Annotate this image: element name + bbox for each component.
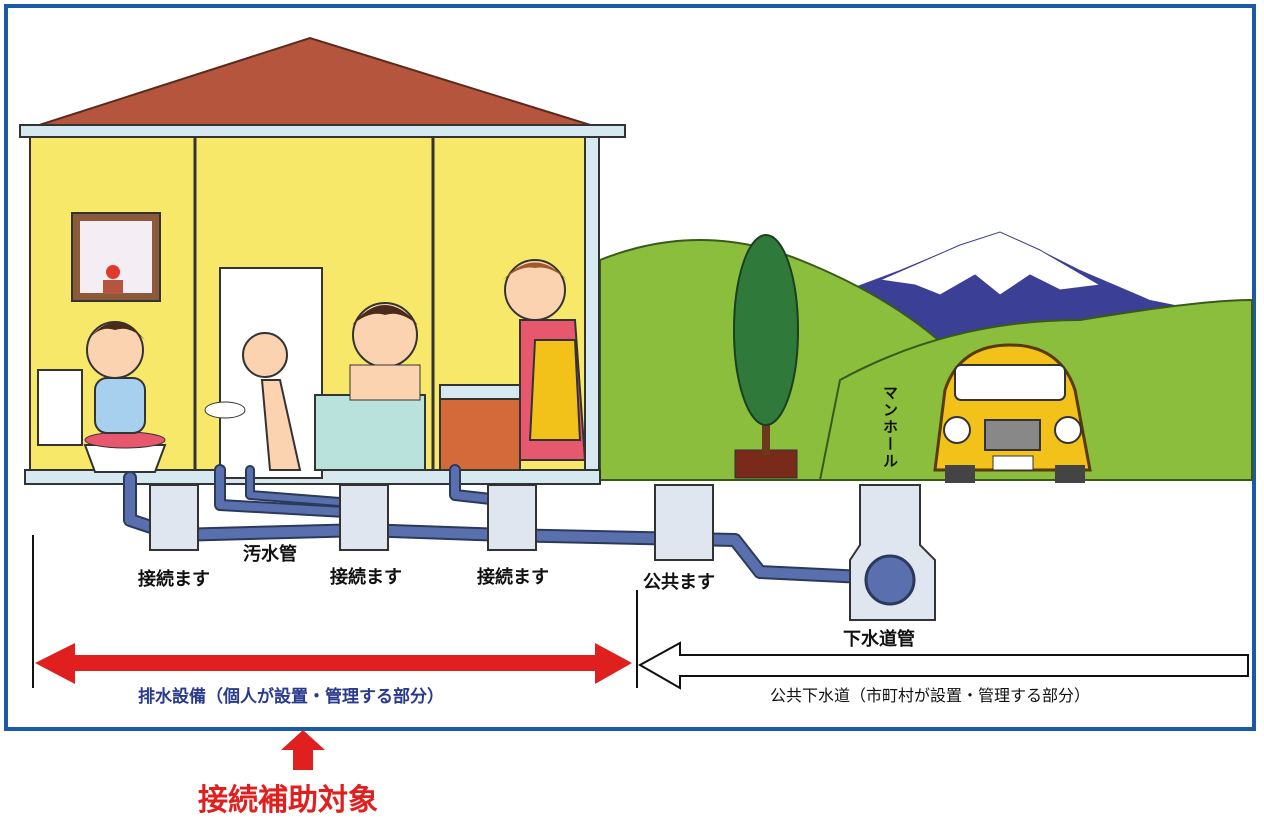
public-sewer-label: 公共下水道（市町村が設置・管理する部分） [770, 686, 1091, 705]
public-sewer-arrow [637, 641, 1249, 690]
connection-box-label-1: 接続ます [138, 569, 210, 590]
sewer-main-label: 下水道管 [843, 629, 915, 650]
connection-boxes [149, 484, 936, 621]
connection-box [339, 484, 389, 551]
private-drainage-arrow [35, 643, 632, 684]
manhole-label: マンホール [881, 385, 899, 470]
car [933, 343, 1092, 483]
connection-box-label-3: 接続ます [477, 567, 549, 588]
sewage-pipe-label: 汚水管 [243, 544, 297, 565]
roof [29, 36, 601, 129]
public-box-label: 公共ます [643, 572, 715, 593]
subsidy-arrow [281, 730, 325, 770]
landscape [599, 231, 1253, 483]
connection-box [487, 484, 537, 551]
sewer-main-pipe [864, 554, 916, 606]
connection-box [149, 484, 199, 551]
private-drainage-label: 排水設備（個人が設置・管理する部分） [138, 687, 444, 707]
mountain-snow [878, 231, 1102, 296]
tree [733, 234, 799, 479]
house [19, 36, 626, 485]
subsidy-target-label: 接続補助対象 [198, 783, 378, 818]
drain-pipes [123, 464, 892, 585]
public-box [654, 484, 714, 561]
connection-box-label-2: 接続ます [330, 567, 402, 588]
